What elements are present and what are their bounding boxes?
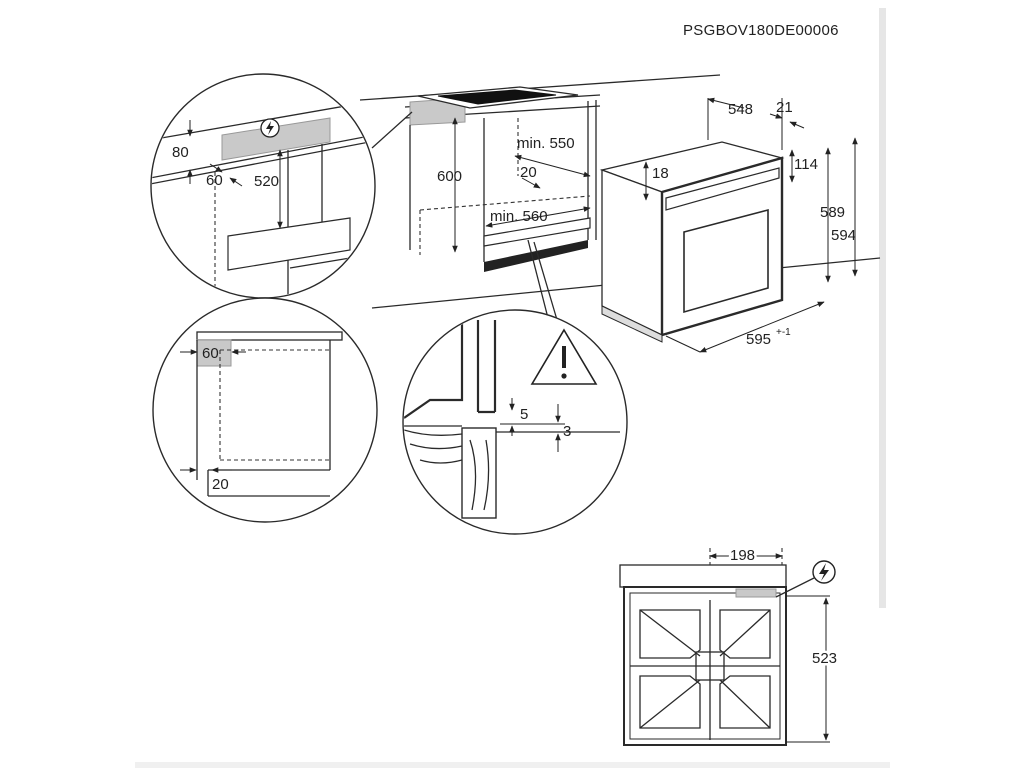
dim-80: 80 — [172, 144, 189, 161]
dim-60-side: 60 — [202, 345, 219, 362]
drawing-code: PSGBOV180DE00006 — [683, 22, 839, 39]
electric-connection-icon-rear — [812, 560, 836, 584]
dim-548: 548 — [728, 101, 753, 118]
dim-594: 594 — [831, 227, 856, 244]
oven-unit: 548 21 114 18 589 594 595 +-1 — [599, 97, 858, 353]
rear-view: 198 523 — [619, 545, 840, 746]
dim-60-top: 60 — [206, 172, 223, 189]
dim-20-top: 20 — [520, 164, 537, 181]
page-bottom-edge — [135, 762, 890, 768]
detail-circle-gap: 5 3 — [402, 309, 628, 535]
detail-circle-ventilation: 60 20 — [152, 297, 378, 523]
dim-min-550: min. 550 — [517, 135, 575, 152]
dim-21: 21 — [776, 99, 793, 116]
dim-589: 589 — [820, 204, 845, 221]
detail-circle-connection: 80 60 520 — [150, 73, 376, 299]
dim-520: 520 — [254, 173, 279, 190]
dim-198: 198 — [730, 547, 755, 564]
electric-connection-icon — [260, 118, 280, 138]
dim-600: 600 — [437, 168, 462, 185]
dim-114: 114 — [794, 156, 818, 173]
dim-595-tolerance: +-1 — [776, 327, 791, 338]
dim-20-side: 20 — [212, 476, 229, 493]
dim-3: 3 — [563, 423, 571, 440]
dim-5: 5 — [520, 406, 528, 423]
countertop-cabinet: 600 min. 550 20 min. 560 — [359, 74, 881, 331]
warning-triangle-icon — [530, 328, 598, 385]
page-edge-strip — [879, 8, 886, 608]
dim-18: 18 — [652, 165, 669, 182]
hob-cutout — [409, 86, 579, 126]
dim-595: 595 — [746, 331, 771, 348]
dim-min-560: min. 560 — [490, 208, 548, 225]
dim-523: 523 — [812, 650, 837, 667]
